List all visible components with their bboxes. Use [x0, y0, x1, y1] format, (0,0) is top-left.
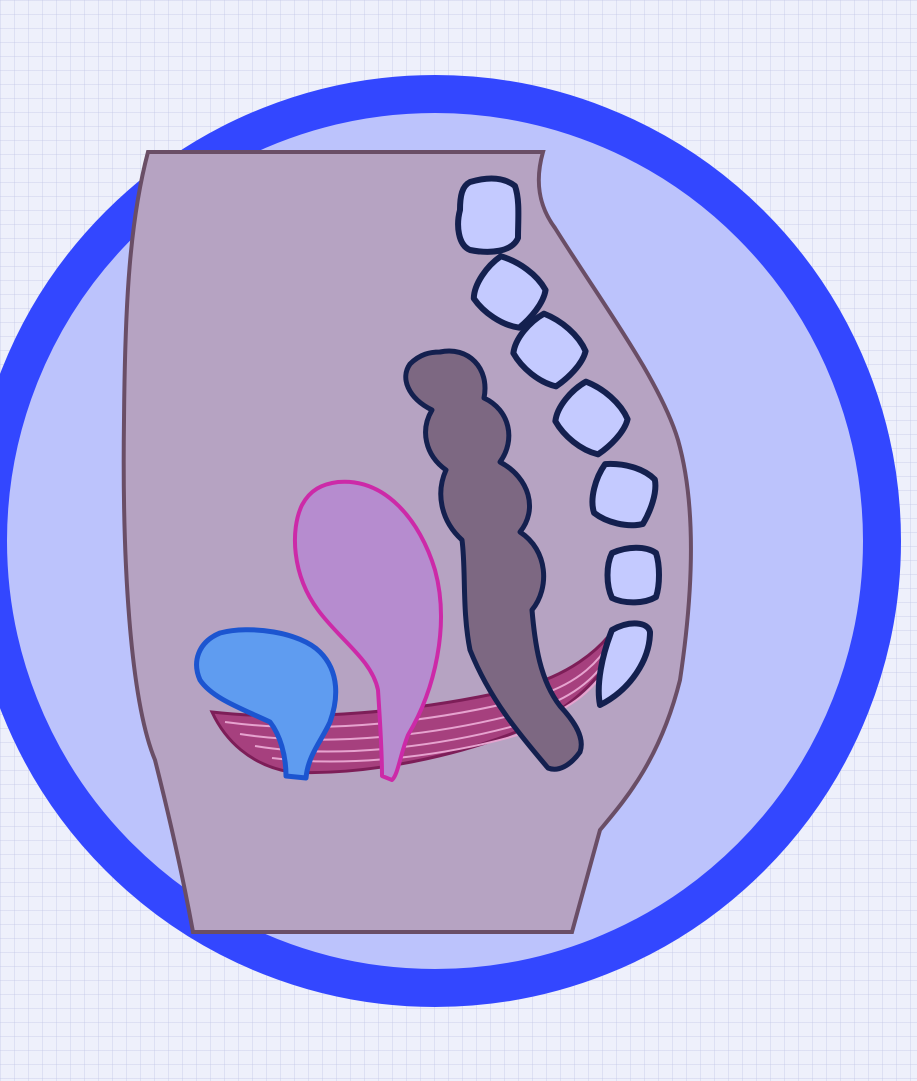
vertebra	[458, 179, 518, 252]
vertebra	[608, 548, 660, 603]
